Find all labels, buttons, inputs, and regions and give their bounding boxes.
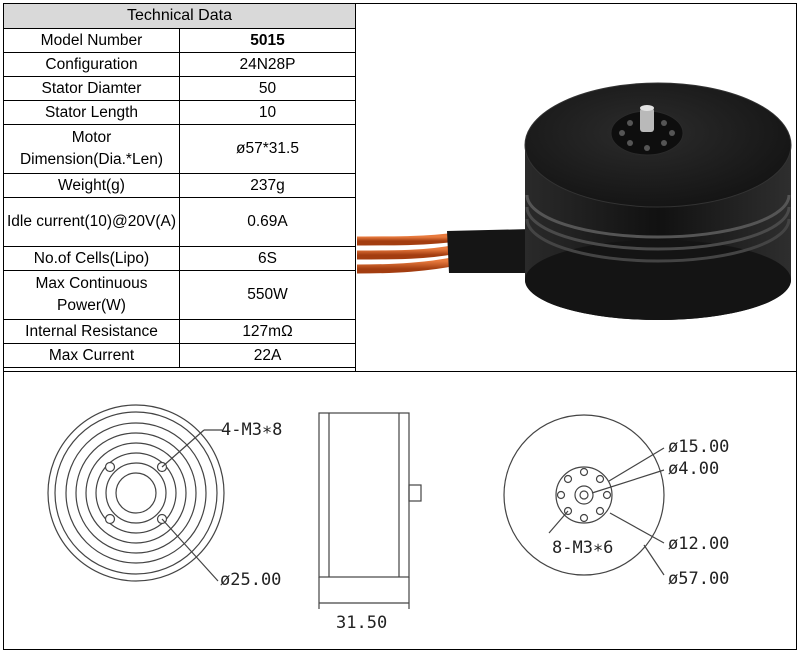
row-value: 0.69A [179,197,356,247]
vertical-divider [355,3,356,372]
row-label: Stator Length [3,100,180,125]
table-row: Motor Dimension(Dia.*Len) ø57*31.5 [3,124,356,174]
top-holes-label: 8-M3∗6 [552,538,613,558]
technical-drawing: 4-M3∗8 ø25.00 31.50 ø15.00 ø4.00 8-M3∗6 … [47,404,729,633]
row-label: Internal Resistance [3,319,180,344]
row-label: Idle current(10)@20V(A) [3,197,180,247]
row-value: 6S [179,246,356,271]
table-row: Stator Length 10 [3,100,356,125]
top-d12-label: ø12.00 [668,534,729,554]
row-value: ø57*31.5 [179,124,356,174]
row-value: 5015 [179,28,356,53]
table-title: Technical Data [3,3,356,29]
top-d4-label: ø4.00 [668,459,719,479]
horizontal-divider [3,371,797,372]
row-label: Max Continuous Power(W) [3,270,180,320]
table-row: Model Number 5015 [3,28,356,53]
row-label: Stator Diamter [3,76,180,101]
table-row: Max Current 22A [3,343,356,368]
row-value: 10 [179,100,356,125]
row-value: 24N28P [179,52,356,77]
table-row: Idle current(10)@20V(A) 0.69A [3,197,356,247]
table-header-row: Technical Data [3,3,356,29]
motor-body [524,82,792,320]
technical-data-table: Technical Data Model Number 5015 Configu… [3,3,356,368]
row-label: Motor Dimension(Dia.*Len) [3,124,180,174]
row-value: 127mΩ [179,319,356,344]
row-label: Configuration [3,52,180,77]
table-row: Configuration 24N28P [3,52,356,77]
row-label: Max Current [3,343,180,368]
bottom-diameter-label: ø25.00 [220,570,281,590]
motor-wires [357,229,535,274]
table-row: Internal Resistance 127mΩ [3,319,356,344]
row-value: 50 [179,76,356,101]
table-row: Max Continuous Power(W) 550W [3,270,356,320]
top-view [503,414,665,576]
row-value: 22A [179,343,356,368]
table-row: Stator Diamter 50 [3,76,356,101]
bottom-holes-label: 4-M3∗8 [221,420,282,440]
bottom-view [47,404,225,582]
row-value: 237g [179,173,356,198]
top-d15-label: ø15.00 [668,437,729,457]
side-length-label: 31.50 [336,613,387,633]
table-row: Weight(g) 237g [3,173,356,198]
row-label: No.of Cells(Lipo) [3,246,180,271]
row-label: Model Number [3,28,180,53]
motor-photo [357,82,792,320]
row-value: 550W [179,270,356,320]
row-label: Weight(g) [3,173,180,198]
top-d57-label: ø57.00 [668,569,729,589]
table-row: No.of Cells(Lipo) 6S [3,246,356,271]
side-view [318,412,422,609]
